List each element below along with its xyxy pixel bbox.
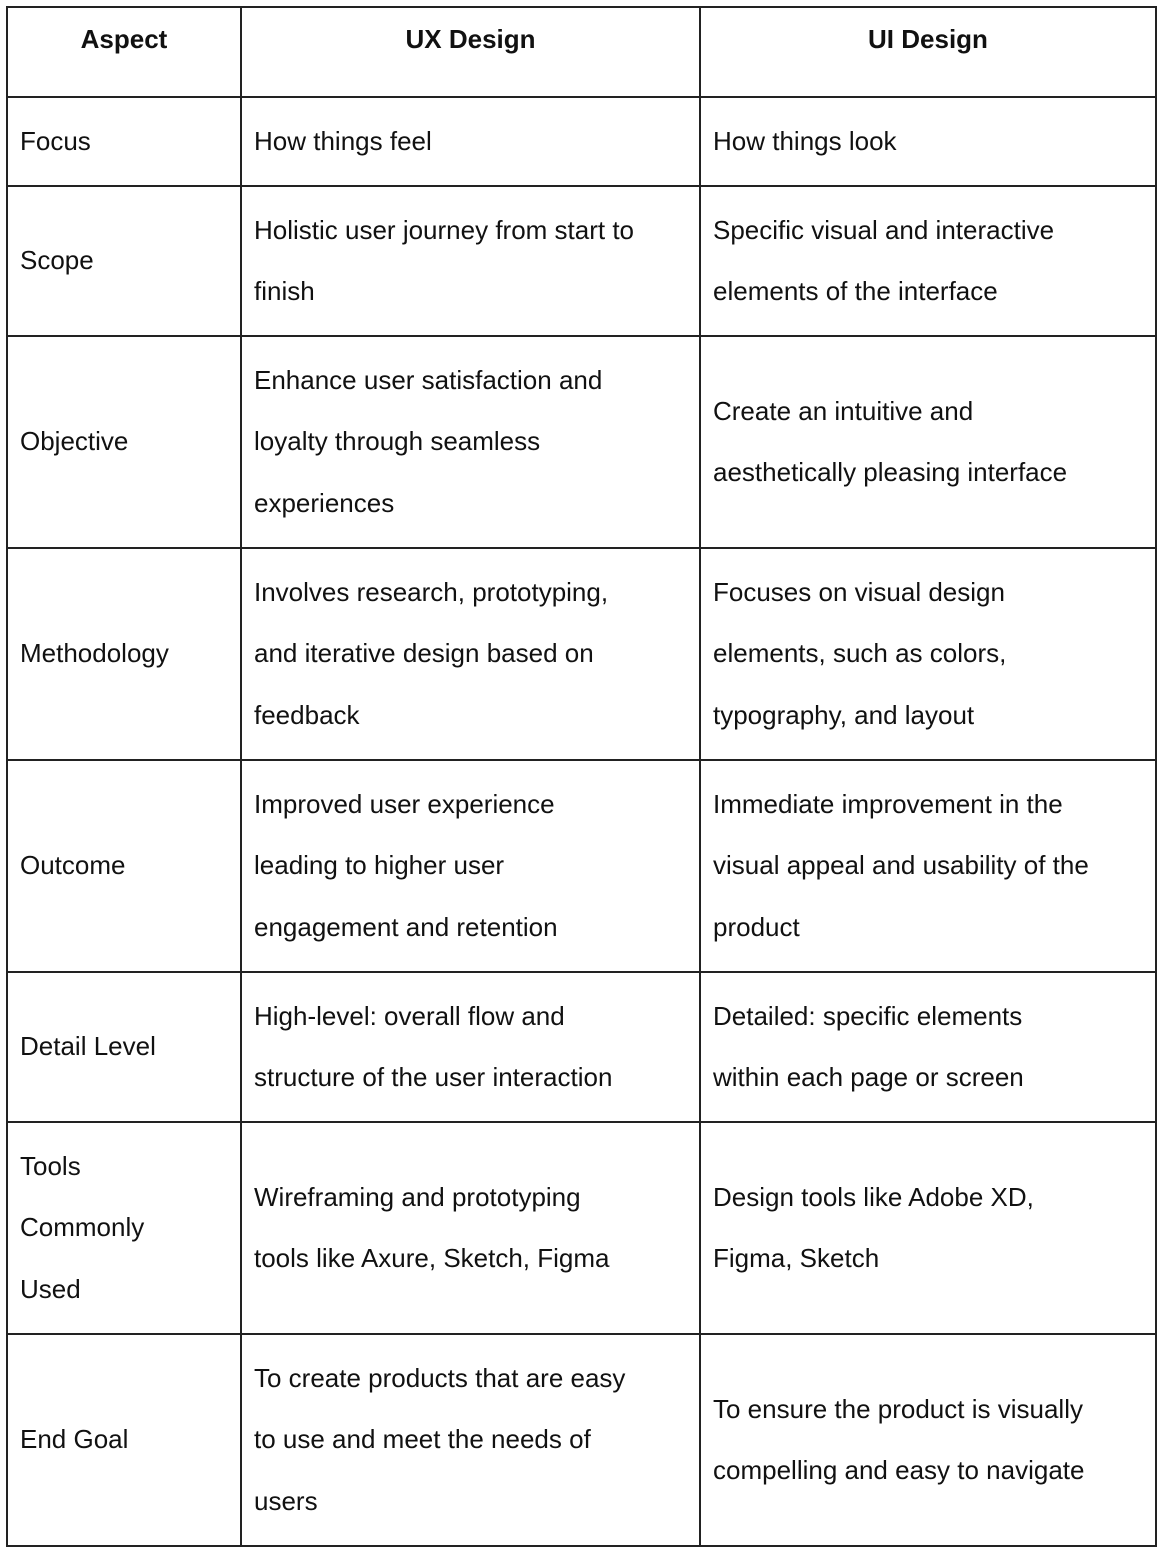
cell-text-line: users — [254, 1485, 318, 1516]
ux-design-cell: To create products that are easy to use a… — [240, 1333, 701, 1547]
table-row: Outcome Improved user experience leading t… — [6, 759, 1157, 973]
ui-design-cell: How things look — [699, 96, 1157, 187]
cell-text-line: tools like Axure, Sketch, Figma — [254, 1243, 610, 1273]
ui-design-cell: Detailed: specific elements within each p… — [699, 971, 1157, 1123]
cell-text-line: feedback — [254, 699, 360, 730]
cell-text-line: How things look — [713, 125, 897, 156]
aspect-cell: Outcome — [6, 759, 242, 973]
cell-text-line: Scope — [20, 245, 94, 276]
cell-text-line: Figma, Sketch — [713, 1243, 880, 1273]
aspect-cell: Focus — [6, 96, 242, 187]
aspect-cell: Scope — [6, 185, 242, 337]
ux-design-cell: Involves research, prototyping, and itera… — [240, 547, 701, 761]
table-row: Objective Enhance user satisfaction and lo… — [6, 335, 1157, 549]
ui-design-cell: Specific visual and interactive elements … — [699, 185, 1157, 337]
cell-text-line: Holistic user journey from start to — [254, 214, 635, 245]
table-row: End Goal To create products that are easy… — [6, 1333, 1157, 1547]
cell-text-line: Involves research, prototyping, — [254, 576, 609, 607]
cell-text-line: Tools — [20, 1150, 81, 1181]
cell-text-line: structure of the user interaction — [254, 1062, 613, 1092]
cell-text-line: Commonly — [20, 1212, 145, 1243]
cell-text-line: compelling and easy to navigate — [713, 1455, 1085, 1485]
cell-text-line: product — [713, 911, 800, 942]
ux-design-cell: How things feel — [240, 96, 701, 187]
table-row: Focus How things feel How things look — [6, 96, 1157, 187]
cell-text-line: Improved user experience — [254, 788, 555, 819]
cell-text-line: Methodology — [20, 638, 169, 669]
table-row: Methodology Involves research, prototypin… — [6, 547, 1157, 761]
ux-vs-ui-comparison-table: Aspect UX Design UI Design Focus How thin… — [6, 6, 1157, 1547]
ui-design-cell: Immediate improvement in the visual appea… — [699, 759, 1157, 973]
cell-text-line: finish — [254, 276, 315, 306]
table-row: Scope Holistic user journey from start to… — [6, 185, 1157, 337]
cell-text-line: to use and meet the needs of — [254, 1424, 591, 1455]
cell-text-line: Detailed: specific elements — [713, 1000, 1023, 1031]
cell-text-line: Focuses on visual design — [713, 576, 1005, 607]
aspect-cell: Methodology — [6, 547, 242, 761]
header-row: Aspect UX Design UI Design — [6, 6, 1157, 98]
header-aspect: Aspect — [6, 6, 242, 98]
ux-design-cell: Enhance user satisfaction and loyalty thr… — [240, 335, 701, 549]
cell-text-line: and iterative design based on — [254, 638, 594, 669]
cell-text-line: within each page or screen — [713, 1062, 1024, 1092]
cell-text-line: elements, such as colors, — [713, 638, 1007, 669]
cell-text-line: engagement and retention — [254, 911, 558, 942]
ui-design-cell: Create an intuitive and aesthetically ple… — [699, 335, 1157, 549]
cell-text-line: aesthetically pleasing interface — [713, 457, 1068, 487]
aspect-cell: End Goal — [6, 1333, 242, 1547]
ui-design-cell: To ensure the product is visually compell… — [699, 1333, 1157, 1547]
cell-text-line: Wireframing and prototyping — [254, 1181, 581, 1212]
cell-text-line: To ensure the product is visually — [713, 1393, 1083, 1424]
cell-text-line: Focus — [20, 125, 91, 156]
header-ux-design: UX Design — [240, 6, 701, 98]
cell-text-line: Specific visual and interactive — [713, 214, 1055, 245]
ux-design-cell: Holistic user journey from start to finis… — [240, 185, 701, 337]
cell-text-line: typography, and layout — [713, 699, 975, 730]
cell-text-line: Objective — [20, 426, 129, 457]
cell-text-line: experiences — [254, 487, 395, 518]
cell-text-line: leading to higher user — [254, 850, 505, 881]
cell-text-line: Create an intuitive and — [713, 395, 974, 426]
aspect-cell: Objective — [6, 335, 242, 549]
header-ui-design: UI Design — [699, 6, 1157, 98]
cell-text-line: End Goal — [20, 1424, 129, 1455]
cell-text-line: elements of the interface — [713, 276, 998, 306]
cell-text-line: Used — [20, 1273, 81, 1304]
ui-design-cell: Design tools like Adobe XD, Figma, Sketch — [699, 1121, 1157, 1335]
cell-text-line: High-level: overall flow and — [254, 1000, 565, 1031]
ux-design-cell: High-level: overall flow and structure of… — [240, 971, 701, 1123]
ux-design-cell: Wireframing and prototyping tools like Ax… — [240, 1121, 701, 1335]
cell-text-line: Outcome — [20, 850, 126, 881]
cell-text-line: Immediate improvement in the — [713, 788, 1063, 819]
ux-design-cell: Improved user experience leading to highe… — [240, 759, 701, 973]
cell-text-line: loyalty through seamless — [254, 426, 541, 457]
cell-text-line: Enhance user satisfaction and — [254, 364, 603, 395]
cell-text-line: Design tools like Adobe XD, — [713, 1181, 1034, 1212]
ui-design-cell: Focuses on visual design elements, such a… — [699, 547, 1157, 761]
aspect-cell: Detail Level — [6, 971, 242, 1123]
cell-text-line: To create products that are easy — [254, 1362, 626, 1393]
cell-text-line: How things feel — [254, 125, 432, 156]
cell-text-line: visual appeal and usability of the — [713, 850, 1089, 881]
cell-text-line: Detail Level — [20, 1031, 156, 1062]
table-row: Detail Level High-level: overall flow and… — [6, 971, 1157, 1123]
